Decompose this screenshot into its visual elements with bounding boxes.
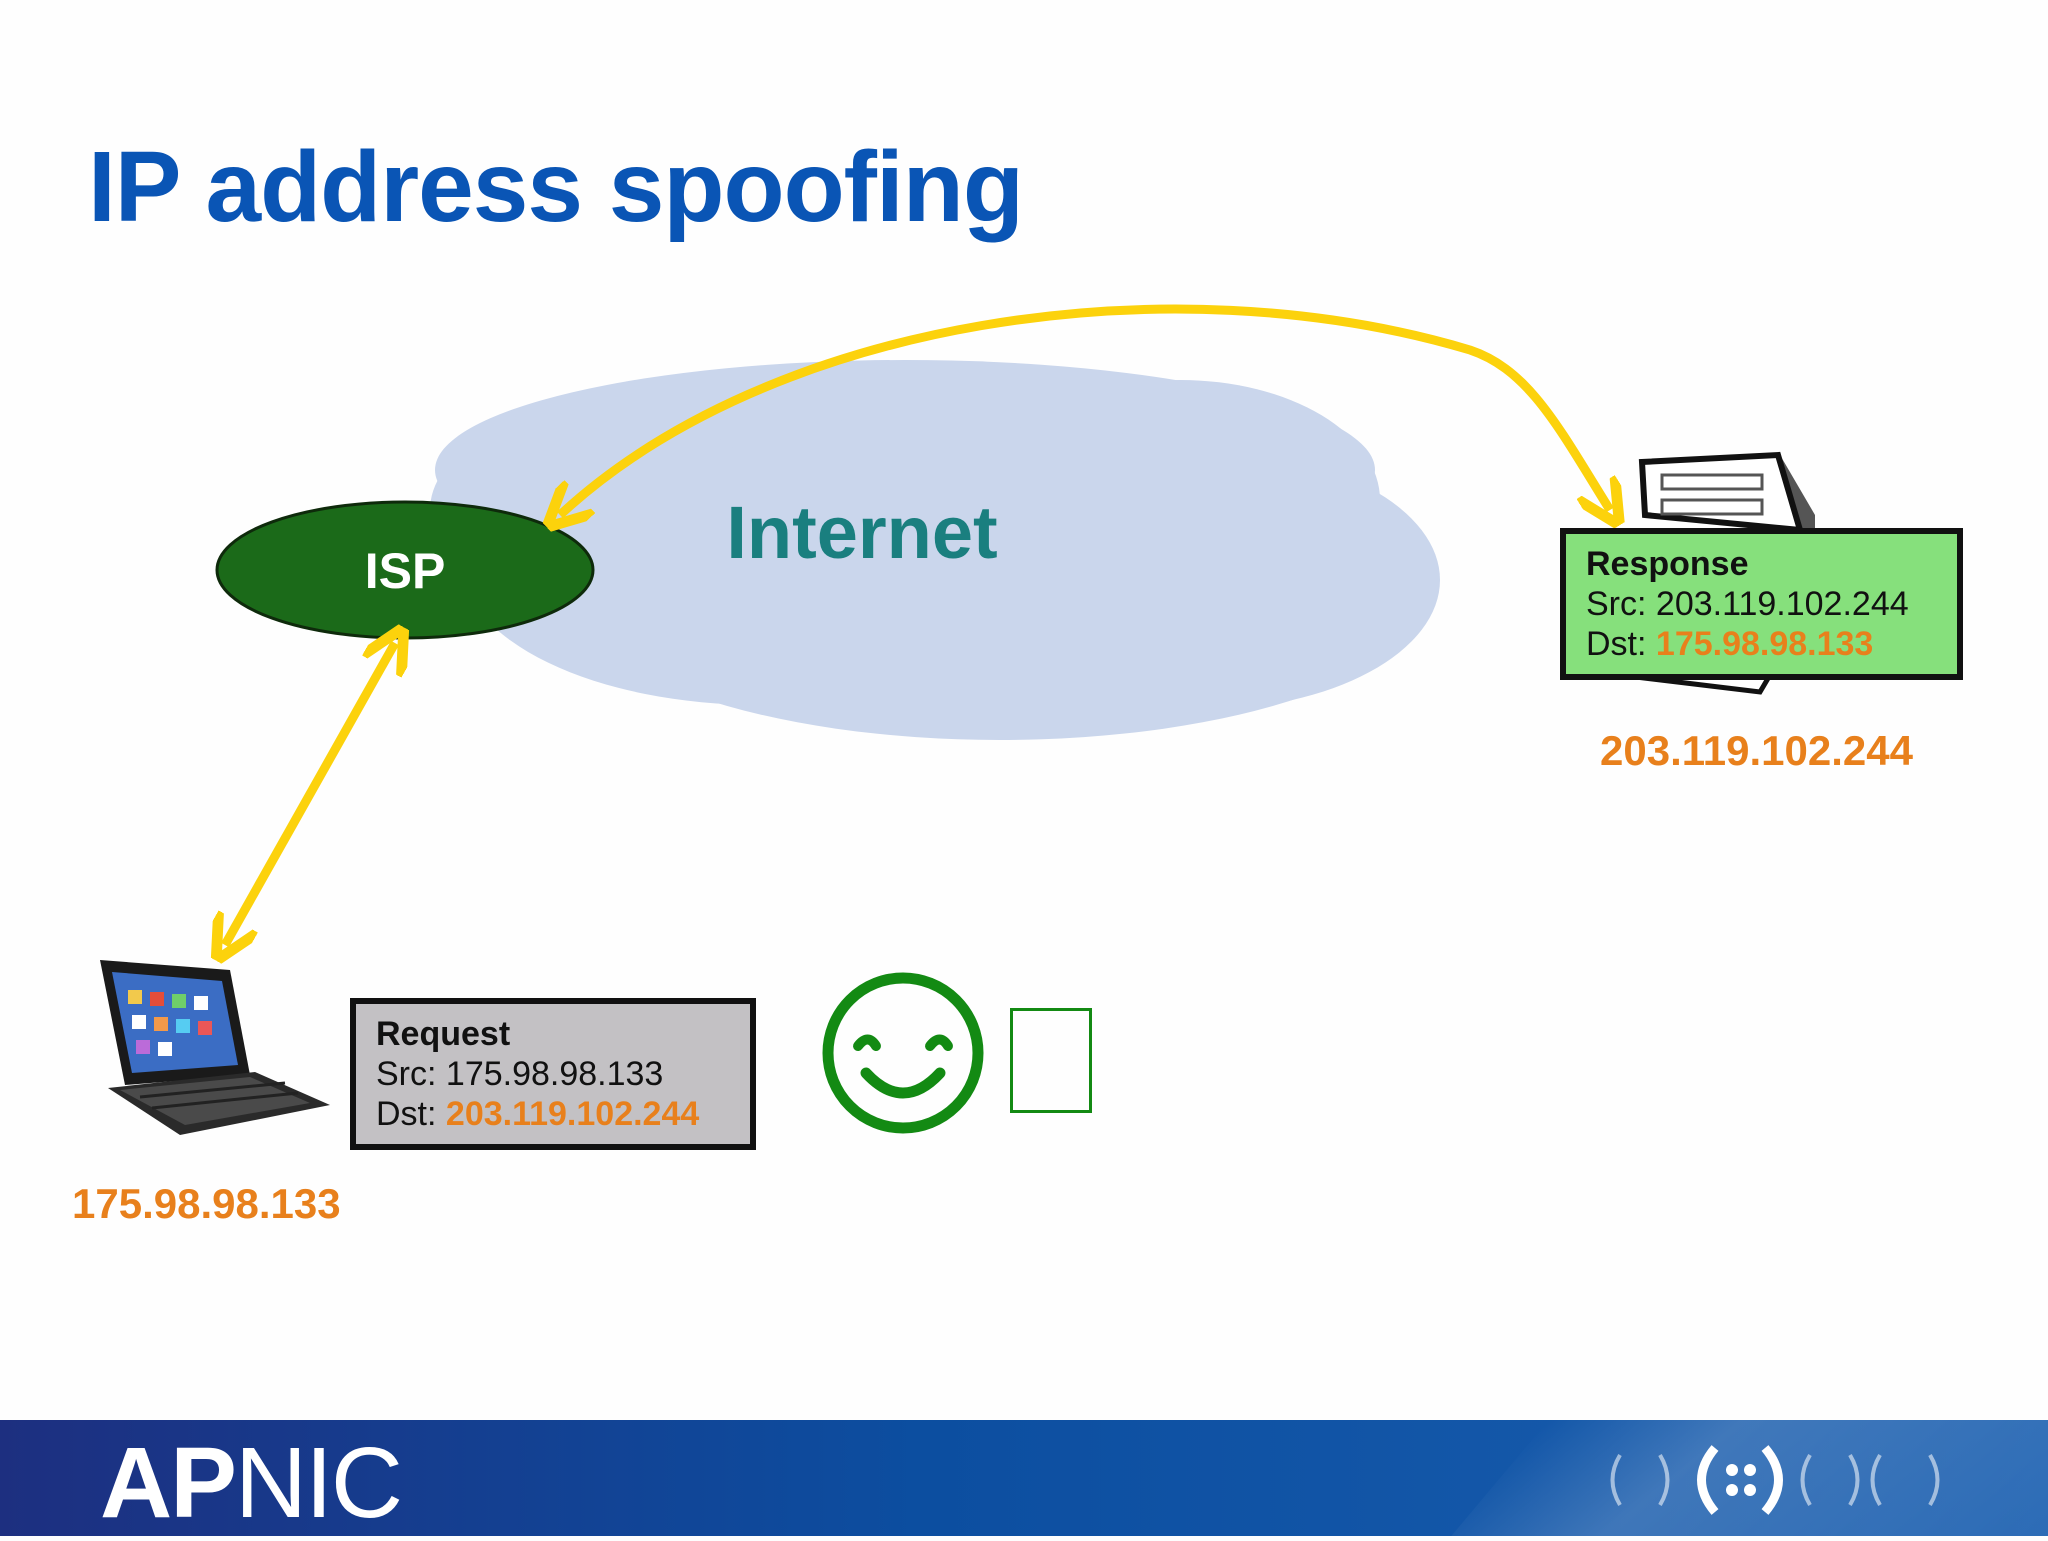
- client-ip-label: 175.98.98.133: [72, 1180, 341, 1227]
- request-src: 175.98.98.133: [445, 1055, 664, 1093]
- request-dst-line: Dst: 203.119.102.244: [376, 1094, 730, 1134]
- apnic-logo-part1: AP: [100, 1427, 237, 1539]
- response-packet: Response Src: 203.119.102.244 Dst: 175.9…: [1560, 528, 1963, 680]
- server-ip-label: 203.119.102.244: [1600, 727, 1913, 774]
- request-src-line: Src: 175.98.98.133: [376, 1054, 730, 1094]
- response-dst: 175.98.98.133: [1655, 625, 1874, 663]
- slide-title: IP address spoofing: [88, 131, 1024, 243]
- response-dst-prefix: Dst:: [1586, 625, 1656, 663]
- request-title: Request: [376, 1015, 511, 1053]
- request-dst-prefix: Dst:: [376, 1095, 446, 1133]
- response-src: 203.119.102.244: [1655, 585, 1909, 623]
- internet-label: Internet: [726, 491, 997, 574]
- footer-bar: [0, 1420, 2048, 1536]
- isp-server-arrow: [560, 304, 1610, 515]
- request-packet: Request Src: 175.98.98.133 Dst: 203.119.…: [350, 998, 756, 1150]
- tablet-keyboard-icon: [100, 960, 330, 1135]
- response-title: Response: [1586, 545, 1749, 583]
- response-src-prefix: Src:: [1586, 585, 1656, 623]
- apnic-logo: APNIC: [100, 1426, 403, 1541]
- request-dst: 203.119.102.244: [445, 1095, 700, 1133]
- request-src-prefix: Src:: [376, 1055, 446, 1093]
- missing-glyph-box: [1010, 1008, 1092, 1113]
- response-dst-line: Dst: 175.98.98.133: [1586, 624, 1937, 664]
- tablet-isp-arrow: [225, 643, 395, 945]
- isp-label: ISP: [365, 543, 446, 599]
- response-src-line: Src: 203.119.102.244: [1586, 584, 1937, 624]
- apnic-logo-part2: NIC: [234, 1427, 403, 1539]
- apnic-brackets-icon: [1610, 1445, 1940, 1515]
- smiley-icon: [822, 972, 984, 1134]
